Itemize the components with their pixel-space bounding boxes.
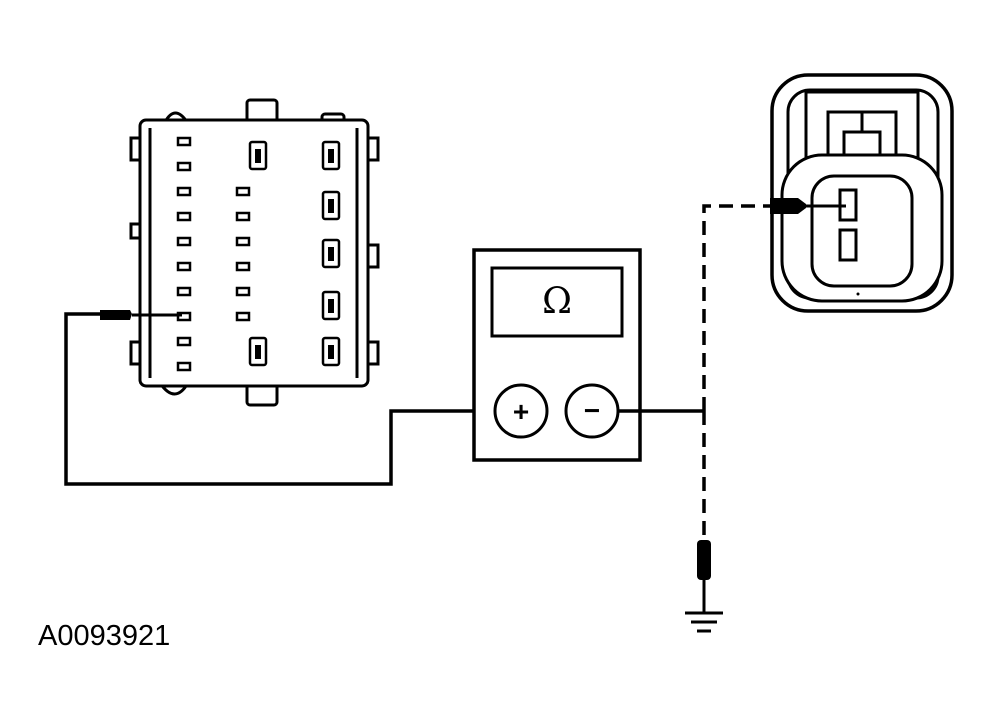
test-probe-right [770, 198, 846, 214]
test-probe-left [100, 310, 182, 320]
meter-display [490, 266, 624, 338]
dashed-lead-to-harness [702, 204, 770, 411]
multi-pin-connector [129, 98, 380, 407]
positive-terminal [493, 383, 549, 439]
connector-pins [176, 136, 341, 372]
meter-ohm-symbol: Ω [542, 281, 572, 322]
ground-probe [697, 540, 711, 612]
harness-connector-dot [856, 292, 860, 296]
harness-connector [770, 73, 954, 313]
ohmmeter: Ω + − [472, 248, 642, 462]
figure-id-label: A0093921 [38, 620, 171, 652]
negative-terminal-label: − [584, 395, 600, 426]
ground-symbol-icon [685, 611, 723, 633]
positive-terminal-label: + [513, 396, 529, 427]
positive-test-lead [64, 312, 497, 486]
pin-slots [255, 149, 334, 359]
